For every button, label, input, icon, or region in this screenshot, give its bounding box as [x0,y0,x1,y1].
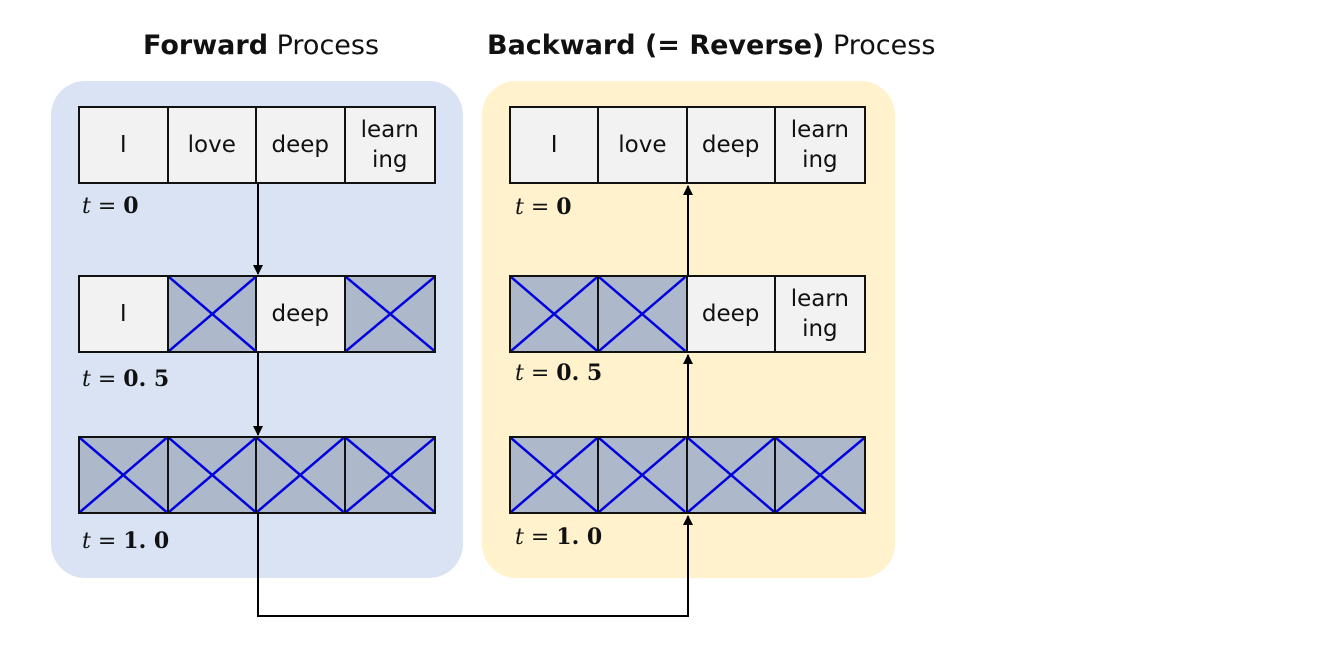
token-text: deep [271,301,330,327]
backward-row-t10 [509,436,866,514]
masked-token-cell [257,438,346,512]
token-text: deep [271,132,330,158]
x-cross-icon [169,277,256,351]
x-cross-icon [346,438,434,512]
x-cross-icon [257,438,344,512]
forward-time-label-t05: t = 0. 5 [82,366,170,392]
token-cell: learn ing [775,108,864,182]
x-cross-icon [80,438,167,512]
token-cell: deep [687,108,776,182]
forward-process-title: Forward Process [143,30,380,61]
masked-token-cell [687,438,776,512]
token-cell: learn ing [775,277,864,351]
token-cell: love [599,108,688,182]
backward-process-title: Backward (= Reverse) Process [487,30,936,61]
token-text: learn ing [790,117,849,173]
token-cell: I [80,108,169,182]
token-text: learn ing [360,117,419,173]
masked-token-cell [599,277,688,351]
x-cross-icon [688,438,774,512]
backward-row-t05: deep learn ing [509,275,866,353]
x-cross-icon [346,277,434,351]
backward-time-label-t05: t = 0. 5 [515,360,603,386]
token-text: I [119,301,127,327]
backward-time-label-t0: t = 0 [515,194,572,220]
token-text: deep [701,301,760,327]
x-cross-icon [599,438,685,512]
token-cell: deep [257,108,346,182]
masked-token-cell [345,277,434,351]
forward-row-t10 [78,436,436,514]
x-cross-icon [511,277,597,351]
forward-time-label-t10: t = 1. 0 [82,528,170,554]
token-cell: learn ing [345,108,434,182]
backward-time-label-t10: t = 1. 0 [515,524,603,550]
masked-token-cell [599,438,688,512]
token-cell: I [80,277,169,351]
masked-token-cell [168,438,257,512]
token-text: love [187,132,236,158]
masked-token-cell [345,438,434,512]
token-text: I [119,132,127,158]
masked-token-cell [775,438,864,512]
x-cross-icon [511,438,597,512]
token-text: love [618,132,667,158]
masked-token-cell [80,438,169,512]
token-text: learn ing [790,286,849,342]
x-cross-icon [169,438,256,512]
token-text: deep [701,132,760,158]
token-cell: deep [257,277,346,351]
masked-token-cell [511,438,600,512]
token-cell: love [168,108,257,182]
forward-time-label-t0: t = 0 [82,193,139,219]
masked-token-cell [511,277,600,351]
token-cell: I [511,108,600,182]
token-cell: deep [687,277,776,351]
x-cross-icon [599,277,685,351]
token-text: I [550,132,558,158]
x-cross-icon [776,438,864,512]
masked-token-cell [168,277,257,351]
